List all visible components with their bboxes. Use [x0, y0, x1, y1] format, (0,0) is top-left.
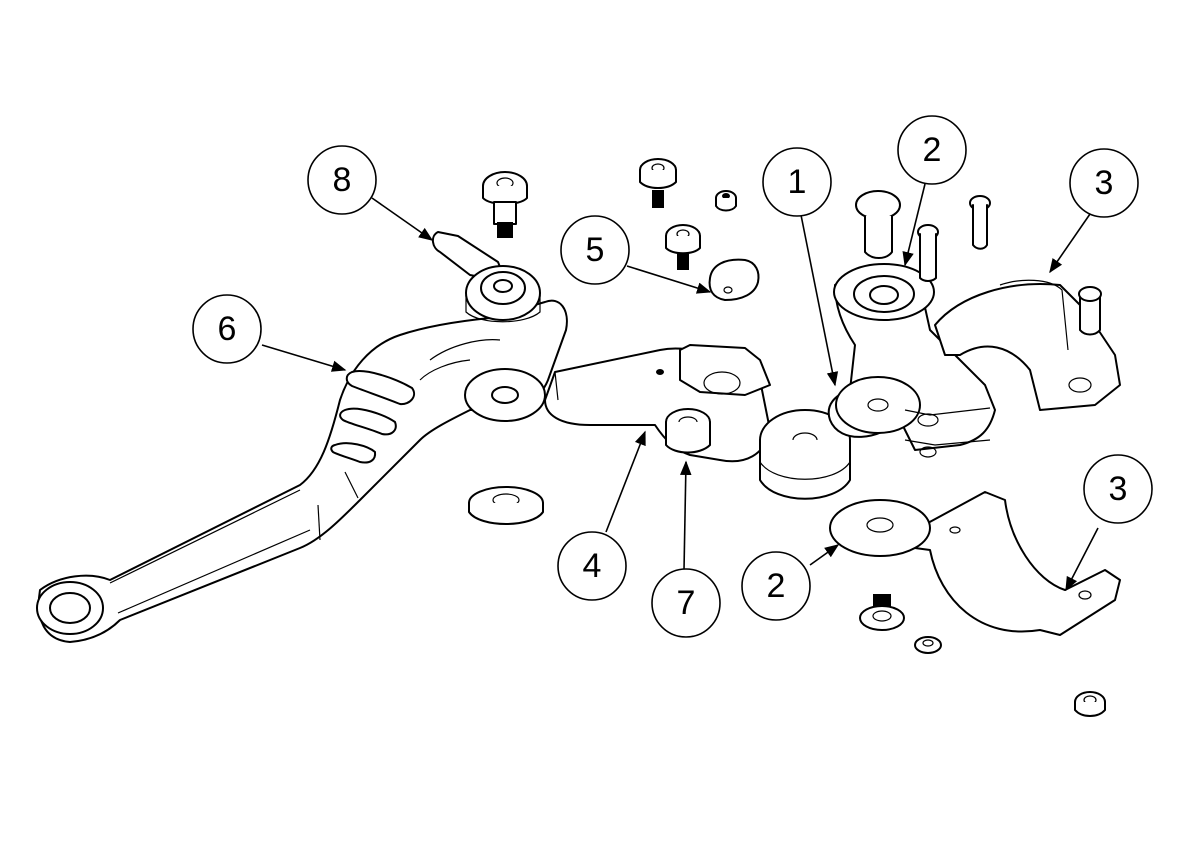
callout-2-upper: 2	[897, 115, 967, 185]
small-screw-a	[639, 158, 677, 208]
bottom-washer	[914, 636, 942, 654]
adjuster-part	[432, 231, 541, 323]
svg-text:2: 2	[767, 567, 786, 605]
svg-text:4: 4	[583, 547, 602, 585]
svg-text:8: 8	[333, 161, 352, 199]
lever-part	[36, 299, 568, 643]
svg-text:3: 3	[1095, 164, 1114, 202]
small-nut	[715, 190, 737, 212]
callout-8: 8	[307, 145, 377, 215]
seal-disc	[829, 499, 931, 557]
button-head-bolt	[855, 190, 901, 259]
bottom-nut	[1074, 691, 1106, 717]
callout-6: 6	[192, 294, 262, 364]
washer	[468, 486, 544, 525]
svg-text:3: 3	[1109, 470, 1128, 508]
bottom-screw	[859, 594, 905, 631]
cover-plate	[708, 258, 760, 301]
callout-1: 1	[762, 147, 832, 217]
pivot-block	[544, 344, 851, 500]
callout-5: 5	[560, 215, 630, 285]
clamp-upper	[934, 279, 1121, 411]
cap-screw-b	[969, 195, 991, 250]
svg-text:1: 1	[788, 163, 807, 201]
callout-3-upper: 3	[1069, 148, 1139, 218]
callout-7: 7	[651, 568, 721, 638]
cap-screw-a	[917, 224, 939, 282]
callout-2-lower: 2	[741, 551, 811, 621]
callout-3-lower: 3	[1083, 454, 1153, 524]
svg-text:5: 5	[586, 231, 605, 269]
leader-lines	[261, 183, 1099, 592]
clamp-lower	[914, 491, 1121, 636]
svg-text:6: 6	[218, 310, 237, 348]
pivot-bolt	[482, 171, 528, 238]
small-screw-b	[665, 224, 701, 270]
svg-text:2: 2	[923, 131, 942, 169]
svg-text:7: 7	[677, 584, 696, 622]
master-body	[827, 263, 996, 458]
callout-4: 4	[557, 531, 627, 601]
